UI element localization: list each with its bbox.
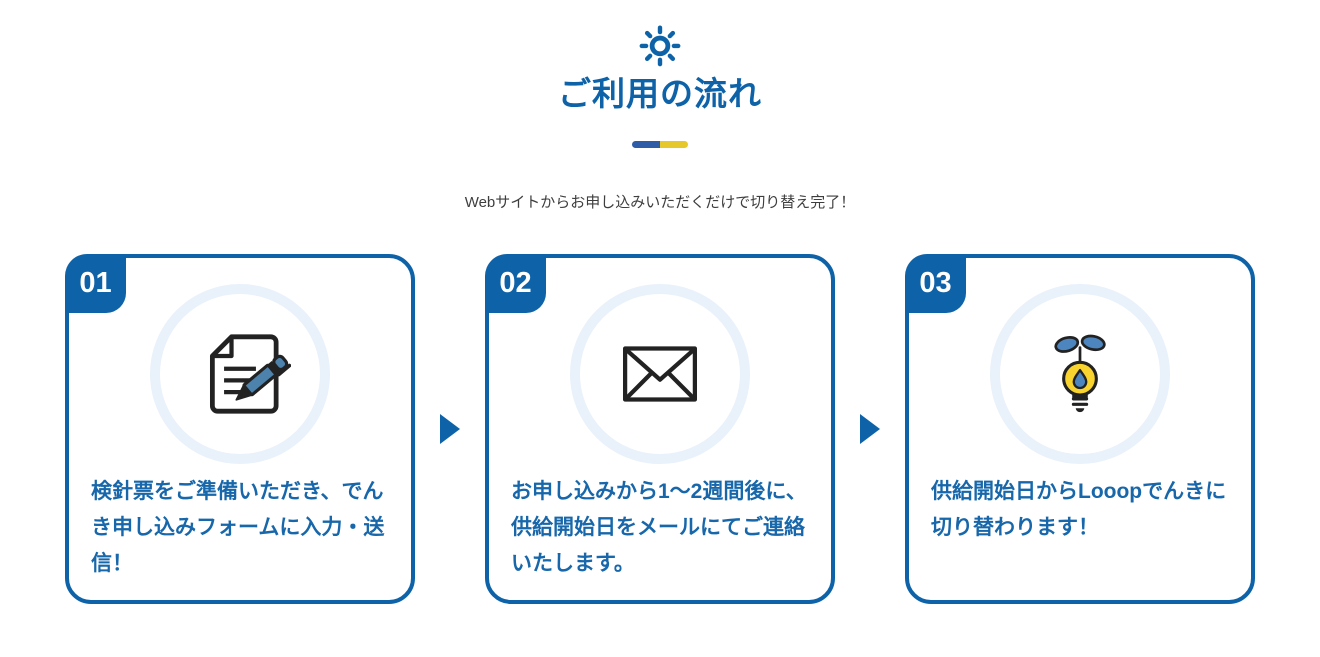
document-pen-icon (209, 334, 291, 414)
sprout-bulb-icon (1054, 334, 1106, 413)
step-card-3: 03 供給開始日からLooopでんきに切り替わります！ (905, 254, 1255, 604)
step-card-1: 01 (65, 254, 415, 604)
envelope-icon (622, 346, 698, 402)
divider-yellow-half (660, 141, 688, 148)
header-sun (0, 0, 1320, 67)
arrow-right-icon (860, 414, 880, 444)
arrow-right-icon (440, 414, 460, 444)
step-number-badge: 01 (65, 254, 126, 313)
step-number-badge: 02 (485, 254, 546, 313)
step-arrow-2 (835, 414, 905, 444)
step-description: お申し込みから1〜2週間後に、供給開始日をメールにてご連絡いたします。 (511, 480, 807, 575)
divider-blue-half (632, 141, 660, 148)
step-description: 検針票をご準備いただき、でんき申し込みフォームに入力・送信！ (91, 480, 385, 575)
step-number-badge: 03 (905, 254, 966, 313)
page-title: ご利用の流れ (558, 75, 762, 112)
step-card-2: 02 お申し込みから1〜2週間後に、供給開始日をメールにてご連絡いたします。 (485, 254, 835, 604)
sun-icon (639, 25, 681, 67)
step-icon-circle (990, 284, 1170, 464)
step-icon-circle (570, 284, 750, 464)
title-divider (632, 141, 688, 148)
step-icon-circle (150, 284, 330, 464)
step-arrow-1 (415, 414, 485, 444)
steps-row: 01 (0, 254, 1320, 604)
section-subtitle: Webサイトからお申し込みいただくだけで切り替え完了！ (464, 194, 856, 211)
step-description: 供給開始日からLooopでんきに切り替わります！ (931, 480, 1227, 539)
